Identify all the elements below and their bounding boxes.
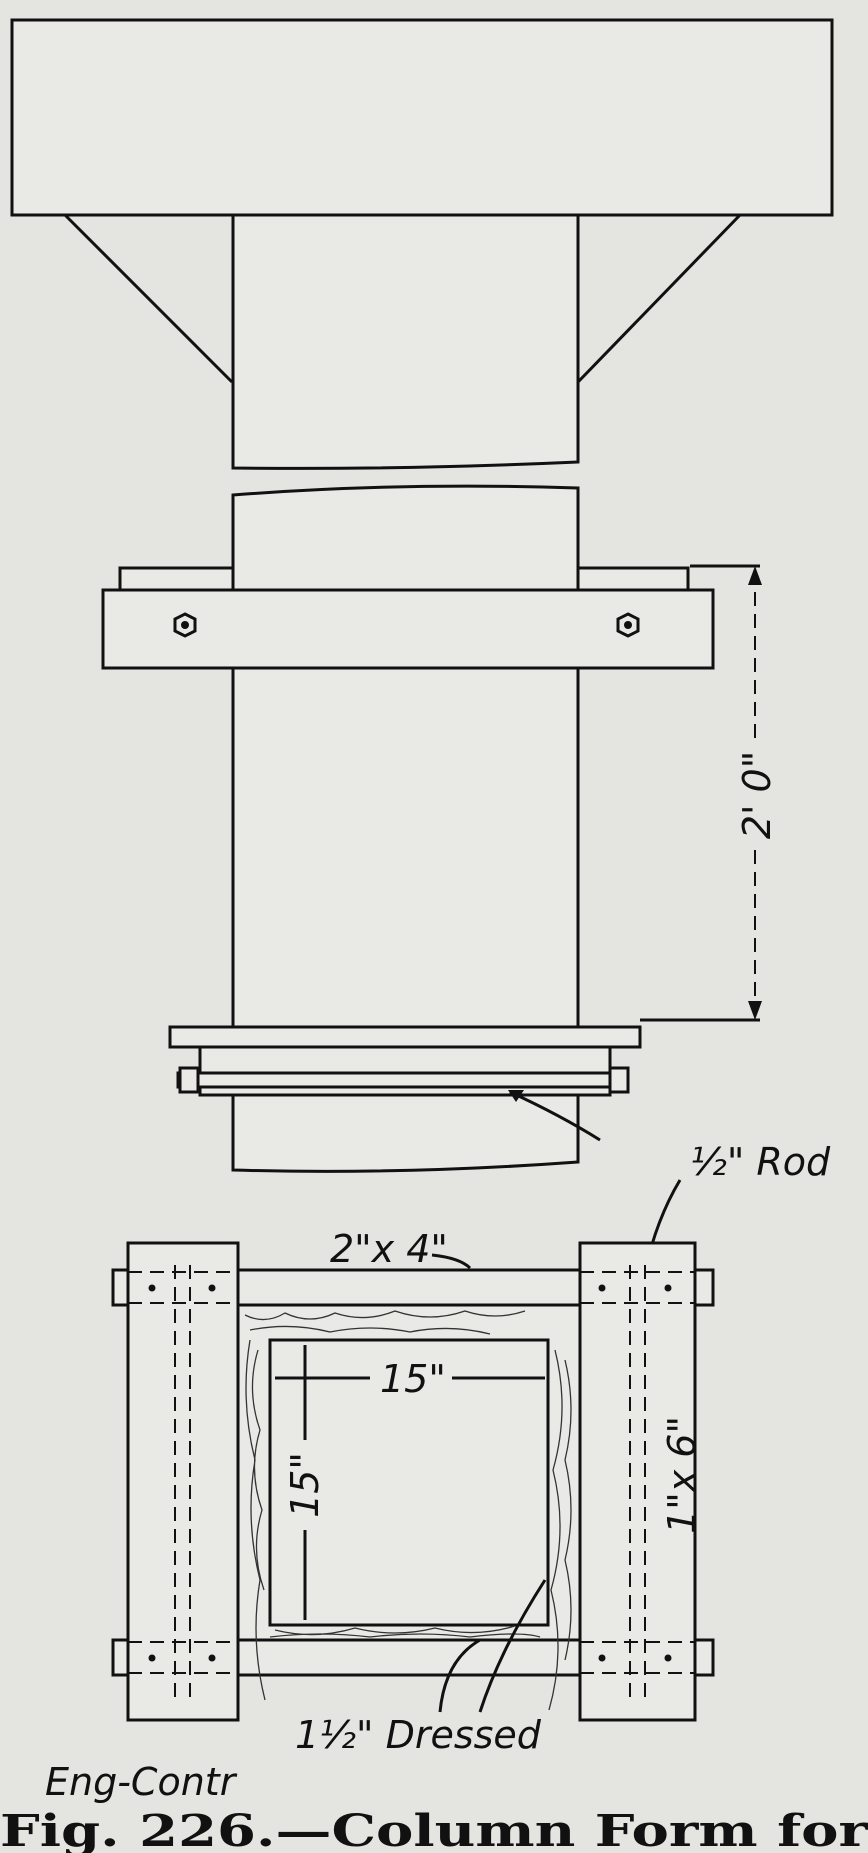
beam — [10, 18, 834, 217]
dimension-height-label: 2' 0" — [735, 751, 779, 839]
rod-leader — [509, 1090, 601, 1142]
bolt-icon — [173, 612, 197, 638]
inner-width-label: 15" — [380, 1357, 446, 1401]
top-yoke — [101, 588, 715, 670]
bolt-icon — [616, 612, 640, 638]
rod — [176, 1071, 630, 1089]
right-1x6 — [578, 1241, 697, 1722]
rod-label: ½" Rod — [690, 1140, 831, 1184]
column-upper — [231, 213, 580, 470]
credit-label: Eng-Contr — [45, 1760, 238, 1804]
plan-view: 2"x 4" 15" 15" 1"x 6" 1½" Dressed — [111, 1227, 715, 1757]
yoke-plank-right — [576, 566, 690, 594]
bottom-yoke-plank — [168, 1025, 642, 1049]
top-member-label: 2"x 4" — [330, 1227, 448, 1271]
column-opening — [268, 1338, 550, 1627]
dressed-label: 1½" Dressed — [295, 1713, 542, 1757]
left-bracket — [63, 213, 234, 384]
figure-caption: Fig. 226.—Column Form for — [0, 1806, 868, 1853]
right-bracket — [576, 213, 742, 384]
elevation-view: 2' 0" ½" Rod — [10, 18, 834, 1315]
side-member-label: 1"x 6" — [660, 1416, 704, 1534]
yoke-plank-left — [118, 566, 235, 594]
inner-height-label: 15" — [283, 1452, 327, 1518]
left-1x6 — [126, 1241, 240, 1722]
